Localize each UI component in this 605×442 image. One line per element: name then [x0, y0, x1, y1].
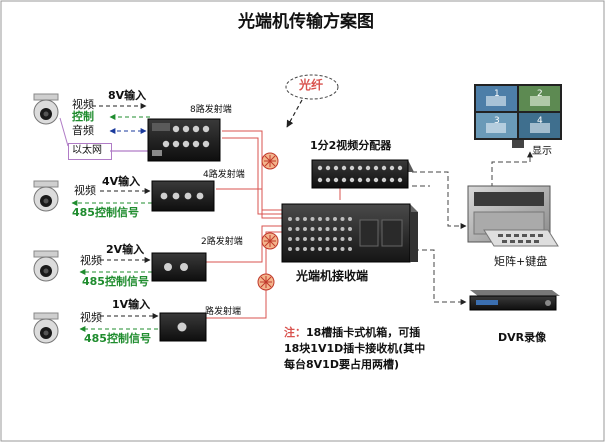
- camera-icon: [33, 312, 59, 344]
- fiber-connector-icon: [261, 232, 279, 250]
- monitor-number: 2: [537, 89, 543, 99]
- video-splitter-device: [311, 159, 414, 189]
- group-1-input-label: 8V输入: [108, 89, 147, 102]
- fiber-label: 光纤: [299, 78, 324, 92]
- diagram-title: 光端机传输方案图: [238, 12, 374, 32]
- group-1-control-label: 控制: [72, 110, 94, 123]
- monitor-number: 1: [494, 89, 500, 99]
- group-4-control-label: 485控制信号: [84, 332, 151, 345]
- splitter-label: 1分2视频分配器: [310, 139, 392, 152]
- receiver-rack-device: [281, 203, 418, 263]
- camera-icon: [33, 93, 59, 125]
- group-1-ethernet-label: 以太网: [72, 145, 102, 156]
- group-3-control-label: 485控制信号: [82, 275, 149, 288]
- fiber-callout-bubble: [285, 74, 339, 100]
- sender-4ch-device: [151, 180, 215, 212]
- group-1-sender-label: 8路发射端: [190, 105, 232, 115]
- group-4-sender-label: 路发射端: [205, 307, 242, 317]
- group-2-video-label: 视频: [74, 184, 96, 197]
- monitor-number: 4: [537, 116, 543, 126]
- group-2-input-label: 4V输入: [102, 175, 141, 188]
- fiber-callout-arrow: [286, 99, 303, 128]
- display-wall: [474, 84, 562, 148]
- note-line-2: 18块1V1D插卡接收机(其中: [284, 342, 426, 355]
- sender-1ch-device: [159, 312, 207, 342]
- dvr-label: DVR录像: [498, 331, 547, 344]
- camera-icon: [33, 180, 59, 212]
- group-2-control-label: 485控制信号: [72, 206, 139, 219]
- sender-2ch-device: [151, 252, 207, 282]
- display-label: 显示: [532, 146, 552, 157]
- monitor-number: 3: [494, 116, 500, 126]
- note-text-1: 18槽插卡式机箱，可插: [306, 326, 421, 339]
- group-4-input-label: 1V输入: [112, 298, 151, 311]
- camera-icon: [33, 250, 59, 282]
- group-1-audio-label: 音频: [72, 124, 94, 137]
- group-4-video-label: 视频: [80, 311, 102, 324]
- ethernet-box: [68, 143, 112, 160]
- fiber-connector-icon: [261, 152, 279, 170]
- dvr-device: [469, 290, 560, 311]
- group-3-video-label: 视频: [80, 254, 102, 267]
- matrix-keyboard-device: [467, 185, 559, 247]
- group-3-sender-label: 2路发射端: [201, 237, 243, 247]
- note-line-3: 每台8V1D要占用两槽): [284, 358, 399, 371]
- receiver-label: 光端机接收端: [296, 269, 369, 283]
- group-3-input-label: 2V输入: [106, 243, 145, 256]
- group-2-sender-label: 4路发射端: [203, 170, 245, 180]
- output-dashed-lines: [412, 151, 533, 305]
- sender-8ch-device: [147, 118, 221, 162]
- note-prefix: 注：: [284, 326, 306, 339]
- note-line-1: 注：18槽插卡式机箱，可插: [284, 327, 420, 338]
- group-1-video-label: 视频: [72, 98, 94, 111]
- matrix-label: 矩阵+键盘: [494, 255, 548, 268]
- fiber-connector-icon: [257, 273, 275, 291]
